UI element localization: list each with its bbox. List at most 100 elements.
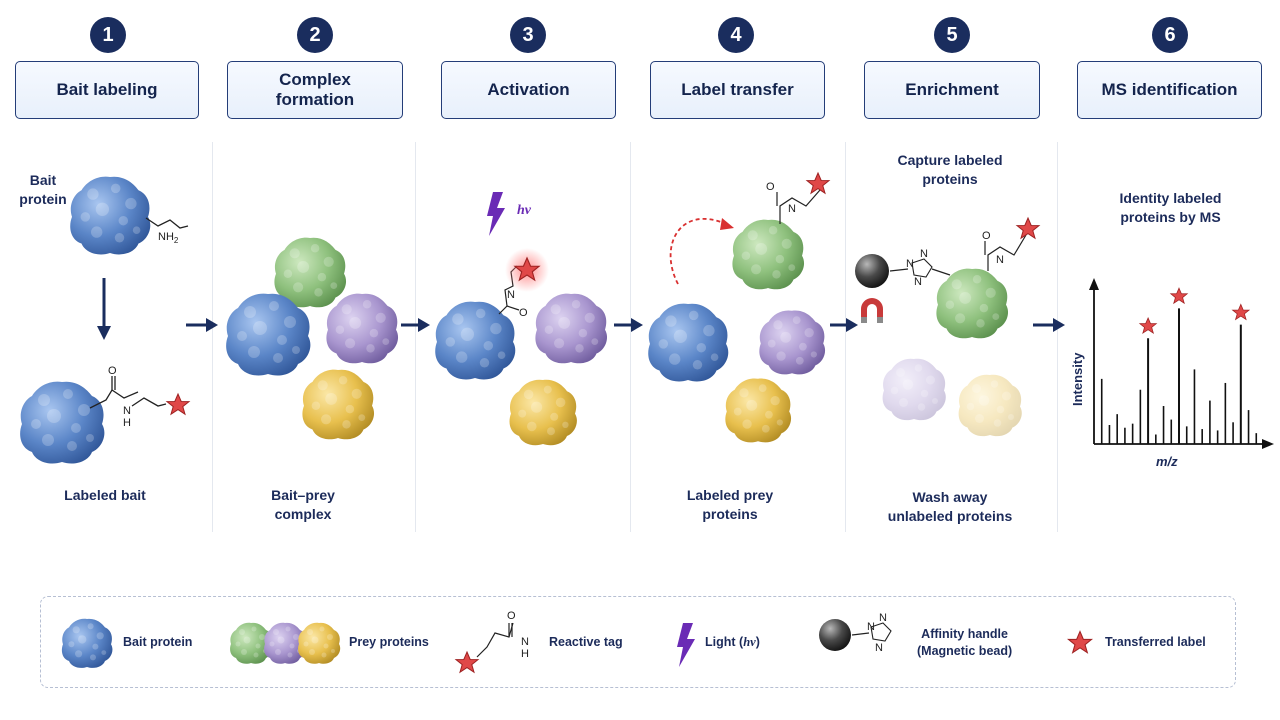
panel5-bottom-line1: Wash away <box>912 489 988 505</box>
step-1-title-text: Bait labeling <box>56 80 158 99</box>
divider-3 <box>630 142 631 532</box>
panel3-amide-n: N <box>507 289 515 301</box>
panel1-amide-o: O <box>108 365 117 377</box>
legend-tag-n: N <box>521 636 529 648</box>
legend-tag-o: O <box>507 610 516 622</box>
panel2-caption-line2: complex <box>274 506 332 522</box>
panel1-amine: NH2 <box>158 231 179 245</box>
panel5-captured-green <box>936 268 1009 339</box>
panel3-prey-yellow <box>509 379 577 446</box>
legend-prey-text: Prey proteins <box>349 635 429 649</box>
ms-peak-star-icon <box>1232 304 1250 320</box>
legend-handle-text: Affinity handle(Magnetic bead) <box>917 626 1012 660</box>
step-1-number: 1 <box>90 17 126 53</box>
step-2-title-line2: formation <box>275 90 355 109</box>
flow-arrow-5-head <box>1053 318 1065 332</box>
ms-peak-star-icon <box>1139 317 1157 334</box>
panel2-complex <box>226 237 399 440</box>
step-6-title: MS identification <box>1077 61 1262 119</box>
panel4-amide-o: O <box>766 181 775 193</box>
legend-handle-line2: (Magnetic bead) <box>917 644 1013 658</box>
panel3-light-label: hv <box>517 203 532 218</box>
legend-star-icon <box>1067 630 1093 654</box>
panel1-down-arrow-head <box>97 326 111 340</box>
panel3-lightning-icon <box>487 192 505 236</box>
panel5-triazole-n3: N <box>914 276 922 288</box>
step-1-title: Bait labeling <box>15 61 199 119</box>
step-4-number: 4 <box>718 17 754 53</box>
legend-bait-icon <box>61 618 113 668</box>
legend-tag-h: H <box>521 648 529 660</box>
legend-light-hv: hv <box>743 635 756 649</box>
panel4-transfer-arrow <box>669 217 727 285</box>
step-5-title-text: Enrichment <box>905 80 999 99</box>
ms-peak-star-icon <box>1170 287 1188 304</box>
panel4-transfer: O N <box>648 172 830 443</box>
step-3-number: 3 <box>510 17 546 53</box>
flow-arrow-3-head <box>631 318 643 332</box>
panel1-amide-n: N <box>123 405 131 417</box>
flow-arrow-4-head <box>846 318 858 332</box>
legend-tag-text: Reactive tag <box>549 635 623 649</box>
legend-handle-n3: N <box>875 642 883 654</box>
panel5-washed-yellow <box>958 374 1022 437</box>
panel1-star-icon <box>166 393 190 415</box>
legend-prey-icon <box>230 622 341 664</box>
step-4-title-text: Label transfer <box>681 80 794 99</box>
panel5-triazole-n1: N <box>906 258 914 270</box>
panel2-caption-line1: Bait–prey <box>271 487 335 503</box>
panel1-bait-protein: NH2 <box>70 176 189 255</box>
step-3-title: Activation <box>441 61 616 119</box>
panel4-amide-n: N <box>788 203 796 215</box>
flow-arrow-1-head <box>206 318 218 332</box>
panel4-prey-purple <box>759 310 826 375</box>
legend-label-text: Transferred label <box>1105 635 1206 649</box>
legend-tag-icon: O N H <box>455 610 529 673</box>
divider-1 <box>212 142 213 532</box>
panel5-star-icon <box>1016 217 1040 239</box>
step-5-number: 5 <box>934 17 970 53</box>
panel6-title-line1: Identity labeled <box>1119 190 1222 206</box>
step-6-number: 6 <box>1152 17 1188 53</box>
legend-handle-icon: N N N <box>819 612 892 654</box>
divider-4 <box>845 142 846 532</box>
panel5-amide-o: O <box>982 230 991 242</box>
panel1-labeled-bait: O N H <box>20 365 190 464</box>
panel5-washed-purple <box>882 358 946 421</box>
panel1-bait-line1: Bait <box>29 172 57 188</box>
panel5-magnetic-bead-icon <box>855 254 889 288</box>
step-6-title-text: MS identification <box>1101 80 1238 99</box>
panel3-amide-o: O <box>519 307 528 319</box>
step-3-title-text: Activation <box>487 80 570 99</box>
ms-spectrum-chart: Intensity m/z <box>1070 278 1274 469</box>
panel4-prey-yellow <box>725 378 792 443</box>
panel2-prey-yellow <box>302 369 375 440</box>
ms-peaks <box>1100 287 1258 444</box>
step-4-title: Label transfer <box>650 61 825 119</box>
panel1-bait-line2: protein <box>19 191 67 207</box>
flow-arrow-2-head <box>418 318 430 332</box>
step-5-title: Enrichment <box>864 61 1040 119</box>
panel5-triazole-n2: N <box>920 248 928 260</box>
ms-x-axis-label: m/z <box>1156 454 1178 469</box>
panel1-bait-label: Bait protein <box>18 171 68 209</box>
legend-handle-n2: N <box>879 612 887 624</box>
panel2-caption: Bait–prey complex <box>243 486 363 524</box>
divider-2 <box>415 142 416 532</box>
ms-y-axis-arrow <box>1089 278 1099 290</box>
step-2-number: 2 <box>297 17 333 53</box>
legend-light-open: Light ( <box>705 635 744 649</box>
legend: Bait protein Prey proteins O N H Reactiv… <box>40 596 1236 688</box>
legend-lightning-icon <box>677 623 695 667</box>
panel3-bait <box>435 301 516 380</box>
panel4-prey-green <box>732 219 805 290</box>
divider-5 <box>1057 142 1058 532</box>
legend-light-text: Light (hv) <box>705 634 760 651</box>
ms-y-axis-label: Intensity <box>1070 352 1085 406</box>
